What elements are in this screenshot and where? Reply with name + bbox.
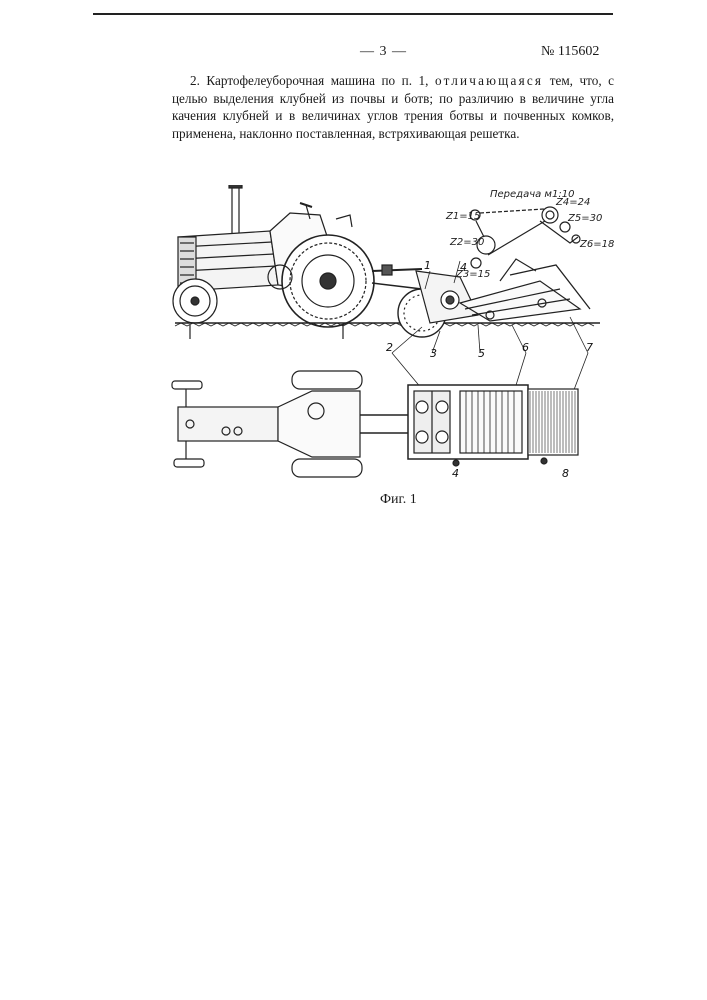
callout-8: 8 <box>562 467 569 480</box>
figure-1-drawing: Передача м1:10 Z1=15 Z2=30 Z3=15 Z4=24 Z… <box>160 185 620 515</box>
callout-5: 5 <box>478 347 485 360</box>
page-number: — 3 — <box>360 44 407 60</box>
plan-view <box>172 371 578 477</box>
callout-7: 7 <box>586 341 593 354</box>
callout-2: 2 <box>386 341 393 354</box>
top-rule <box>93 13 613 15</box>
claim-intro: 2. Картофелеуборочная машина по п. 1, <box>190 73 428 88</box>
gear-z4-label: Z4=24 <box>555 197 590 208</box>
transmission-scheme <box>470 207 580 268</box>
claim-paragraph: 2. Картофелеуборочная машина по п. 1, от… <box>172 72 614 142</box>
ground-line <box>175 323 600 339</box>
gear-z6-label: Z6=18 <box>579 239 614 250</box>
callout-1: 1 <box>424 259 431 272</box>
figure-caption: Фиг. 1 <box>380 492 417 508</box>
gear-z1-label: Z1=15 <box>445 211 480 222</box>
callout-3: 3 <box>430 347 437 360</box>
gear-z2-label: Z2=30 <box>449 237 484 248</box>
callout-6: 6 <box>522 341 529 354</box>
claim-spaced-phrase: отличающаяся <box>435 73 543 88</box>
gear-z5-label: Z5=30 <box>567 213 602 224</box>
patent-number: № 115602 <box>541 44 599 60</box>
callout-4-side: 4 <box>460 261 467 274</box>
callout-4-plan: 4 <box>452 467 459 480</box>
tractor-side-view <box>173 185 422 327</box>
claim-text: 2. Картофелеуборочная машина по п. 1, от… <box>172 72 614 142</box>
